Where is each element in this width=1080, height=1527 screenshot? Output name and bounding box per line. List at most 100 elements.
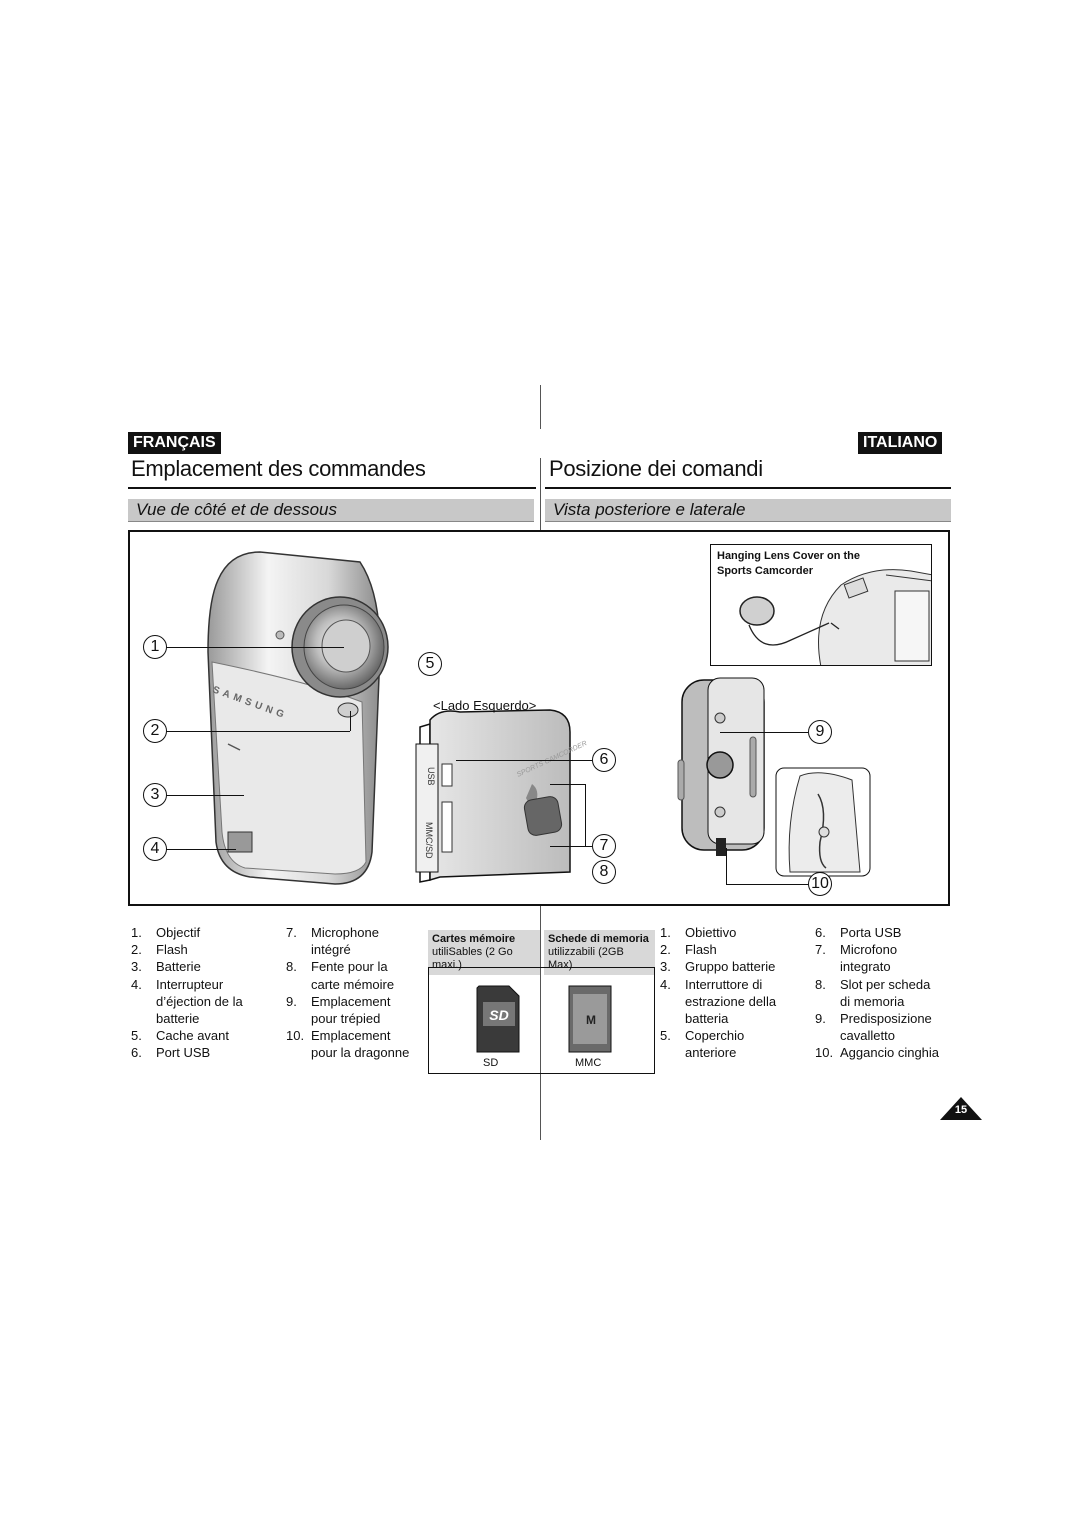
leader-7b [585,784,586,846]
list-item-text: Interruttore di [685,976,763,992]
camcorder-rear-view [677,677,765,856]
subtitle-bar-it: Vista posteriore e laterale [545,499,951,522]
language-badge-fr: FRANÇAIS [128,432,221,454]
list-item-text: estrazione della [685,993,777,1009]
list-item-num: 1. [660,925,671,940]
list-item-num: 7. [815,942,826,958]
list-item-num [286,1010,311,1027]
list-item-text: integrato [840,959,891,975]
subtitle-fr: Vue de côté et de dessous [136,500,338,519]
list-item-num [660,993,685,1010]
parts-list-fr-2: 7.Microphone intégré 8.Fente pour la car… [286,924,426,1062]
leader-2b [350,711,351,731]
list-item-text: Gruppo batterie [685,959,776,975]
subtitle-bar-fr: Vue de côté et de dessous [128,499,534,522]
leader-10b [726,848,727,884]
list-item-text: Slot per scheda [840,976,931,992]
list-item-text: Interrupteur [156,976,224,992]
list-item-num [660,1010,685,1027]
list-item-num [815,958,840,975]
list-item-text: Fente pour la [311,959,388,975]
camcorder-illustration: SAMSUNG USB MMC/SD SPORTS CAMCORDER [207,551,871,885]
leader-3 [166,795,244,796]
leader-2 [166,731,350,732]
inset-caption: Hanging Lens Cover on the Sports Camcord… [717,549,860,579]
sd-label: SD [483,1057,499,1069]
list-item-text: batteria [685,1011,729,1027]
leader-4 [166,849,236,850]
list-item-text: Microphone [311,925,379,940]
list-item-text: carte mémoire [311,976,395,992]
callout-5: 5 [418,652,442,676]
usb-text: USB [426,767,436,786]
list-item-num [131,1010,156,1027]
list-item-num: 3. [660,959,671,975]
list-item-text: Microfono [840,942,898,958]
center-divider-end [540,1076,541,1140]
center-divider-header [540,458,541,530]
list-item-num: 2. [660,942,671,958]
camcorder-front-view: SAMSUNG [207,551,389,885]
card-header-it-line1: Schede di memoria [548,933,649,945]
list-item-text: di memoria [840,993,905,1009]
list-item-text: Porta USB [840,925,902,940]
list-item-num: 6. [815,925,826,940]
page-title-fr: Emplacement des commandes [131,456,426,481]
list-item-num: 10. [286,1028,305,1044]
card-header-fr-line2: utiliSables (2 Go maxi.) [432,946,513,971]
list-item-num [131,993,156,1010]
list-item-text: Batterie [156,959,201,975]
list-item-text: pour la dragonne [311,1045,410,1061]
list-item-text: Flash [685,942,717,958]
list-item-num [815,1027,840,1044]
leader-7c [550,784,585,785]
page-title-it: Posizione dei comandi [549,456,763,481]
slot-text: MMC/SD [424,822,434,859]
inset-caption-line2: Sports Camcorder [717,565,813,577]
list-item-text: Objectif [156,925,201,940]
center-divider-bottom [540,906,541,1076]
figure-frame [128,530,950,906]
list-item-text: d’éjection de la [156,993,243,1009]
list-item-num: 8. [286,959,297,975]
list-item-num: 2. [131,942,142,958]
list-item-text: Emplacement [311,993,391,1009]
parts-list-fr-1: 1.Objectif 2.Flash 3.Batterie 4.Interrup… [131,924,271,1062]
list-item-num: 4. [131,976,142,992]
language-badge-it: ITALIANO [858,432,943,454]
leader-1 [166,647,344,648]
leader-9 [720,732,808,733]
sd-card-icon: SD [476,985,520,1053]
list-item-num: 9. [286,993,297,1009]
list-item-num: 8. [815,976,826,992]
list-item-text: cavalletto [840,1028,895,1044]
list-item-num [815,993,840,1010]
list-item-num: 9. [815,1011,826,1027]
list-item-num: 5. [131,1028,142,1044]
callout-8: 8 [592,860,616,884]
callout-3: 3 [143,783,167,807]
list-item-text: Flash [156,942,188,958]
list-item-num [286,941,311,958]
list-item-text: Port USB [156,1045,211,1061]
title-rule-it [545,487,951,489]
list-item-text: Emplacement [311,1028,391,1044]
list-item-text: pour trépied [311,1011,381,1027]
lens-cover-drawing [739,569,931,665]
title-rule-fr [128,487,536,489]
parts-list-it-1: 1.Obiettivo 2.Flash 3.Gruppo batterie 4.… [660,924,810,1062]
list-item-text: anteriore [685,1045,737,1061]
list-item-num: 4. [660,976,671,992]
mmc-card-icon: M [568,985,612,1053]
memory-card-box: SD M SD MMC [428,967,655,1074]
camcorder-side-view: USB MMC/SD SPORTS CAMCORDER [415,709,588,883]
list-item-text: intégré [311,942,351,958]
callout-4: 4 [143,837,167,861]
leader-10 [726,884,808,885]
card-header-fr-line1: Cartes mémoire [432,933,516,945]
page-number-triangle [940,1097,982,1120]
list-item-text: Cache avant [156,1028,229,1044]
page-number: 15 [954,1104,968,1116]
strap-detail-view [775,767,871,877]
list-item-num: 3. [131,959,142,975]
